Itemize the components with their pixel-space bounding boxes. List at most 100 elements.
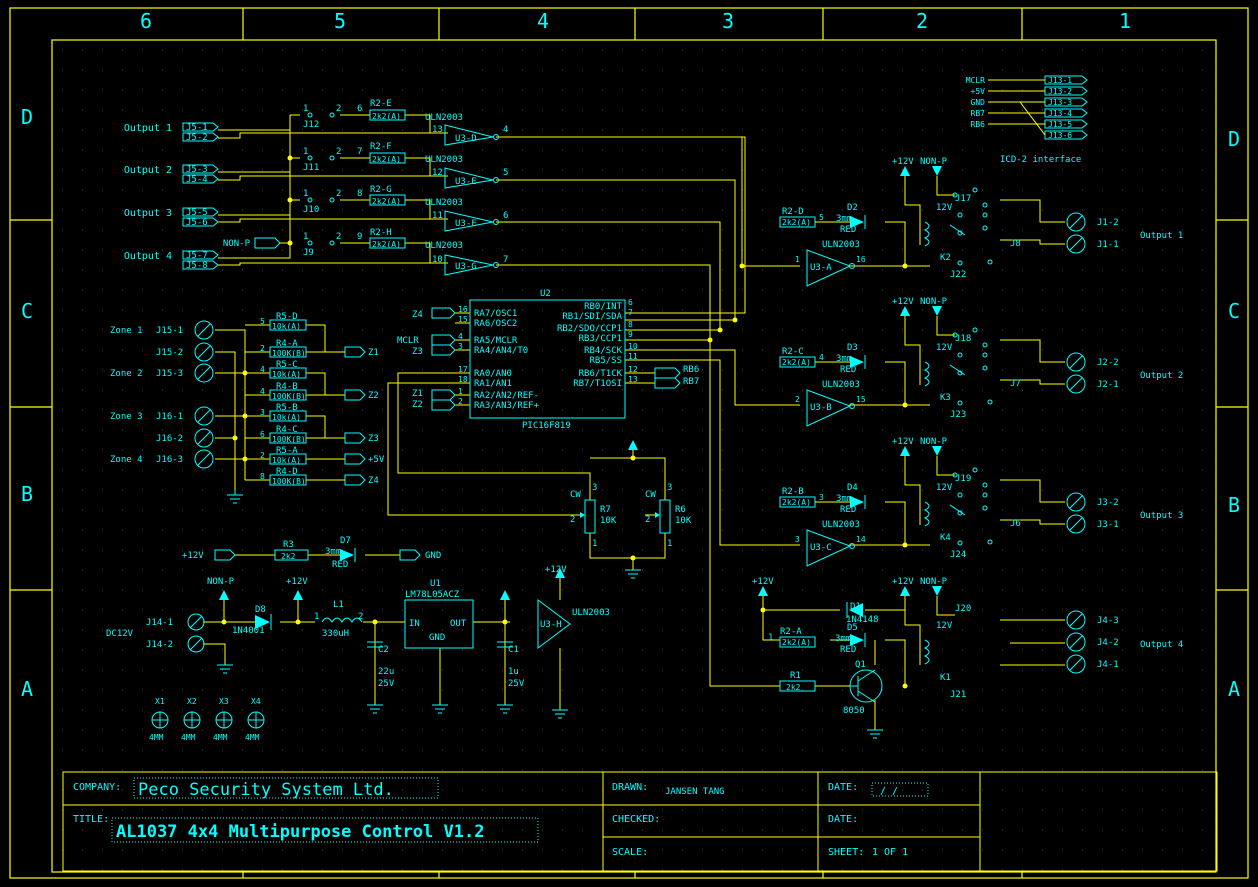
relay-res: 2k2(A) — [782, 218, 811, 227]
mcu-pin-left: RA5/MCLR — [474, 336, 518, 346]
sheet-value: 1 OF 1 — [872, 847, 908, 858]
terminal-screw-icon — [1066, 492, 1086, 512]
relay-res-pin: 5 — [819, 213, 824, 222]
svg-text:1: 1 — [303, 147, 308, 157]
connector-pin: J5-1 — [186, 123, 208, 133]
icsp-pin: J13-3 — [1048, 98, 1072, 107]
relay-output-label: Output 2 — [1140, 371, 1183, 381]
terminal-screw-icon — [1066, 610, 1086, 630]
relay4-led: 3mm — [835, 634, 851, 644]
relay-out: J6 — [1010, 519, 1021, 529]
mcu-pin-num: 13 — [628, 375, 638, 384]
svg-text:1: 1 — [592, 539, 597, 549]
col-label-1: 1 — [1119, 9, 1131, 33]
resistor-r2f: R2-F 2k2(A) — [369, 142, 406, 164]
led-icon — [850, 634, 864, 646]
resistor-r1: R1 2k2 — [779, 671, 816, 692]
zone-pin: J16-2 — [156, 434, 183, 444]
relay-jc: J23 — [950, 410, 966, 420]
svg-text:2: 2 — [570, 515, 575, 525]
zone-label: Zone 4 — [110, 455, 143, 465]
mcu-pin-right: RB0/INT — [584, 302, 623, 312]
cap-val: 1u — [508, 667, 519, 677]
relay-out: J8 — [1010, 239, 1021, 249]
zone-res-pin: 6 — [260, 430, 265, 439]
terminal-screw-icon — [1066, 514, 1086, 534]
zone-res-pin: 2 — [260, 451, 265, 460]
relay-res-pin: 4 — [819, 353, 824, 362]
relay-res-pin: 3 — [819, 493, 824, 502]
led-line-supply: +12V — [182, 551, 204, 561]
relay-channel-4: +12V D1 1N4148 R2-A 2k2(A) 1 D5 3mm RED … — [752, 577, 1183, 739]
u3h-supply: +12V — [545, 565, 567, 575]
company-label: COMPANY: — [73, 782, 121, 793]
mcu-pin-num: 11 — [628, 352, 638, 361]
relay-led-color: RED — [840, 225, 856, 235]
hole-ref: X4 — [251, 697, 261, 706]
zone-resistors: R5-D10k(A)5R4-A100K(B)2R5-C10k(A)4R4-B10… — [260, 312, 307, 486]
relay-gate-in: 2 — [795, 395, 800, 404]
mcu-pin-right: RB1/SDI/SDA — [562, 312, 622, 322]
gate-label: U3-E — [455, 177, 477, 187]
q-ref: Q1 — [855, 660, 866, 670]
diode-part: 1N4148 — [846, 615, 879, 625]
gate-label: U3-F — [455, 219, 477, 229]
resistor-value: 2k2(A) — [372, 112, 401, 121]
mcu-pin-num: 2 — [458, 397, 463, 406]
jumper-label: J12 — [303, 120, 319, 130]
icsp-signal: MCLR — [966, 76, 985, 85]
zone-net: Z4 — [368, 476, 379, 486]
mcu-pin-num: 8 — [628, 320, 633, 329]
reg-part: LM78L05ACZ — [405, 590, 460, 600]
zone-res-ref: R5-B — [276, 403, 298, 413]
pot-r6: CW R6 10K 321 — [645, 483, 692, 549]
relay-jumper: J17 — [955, 194, 971, 204]
hole-ref: X2 — [187, 697, 197, 706]
cap-ref: C1 — [508, 645, 519, 655]
zone-res-val: 10k(A) — [272, 370, 301, 379]
date-value: / / — [880, 786, 898, 797]
gate-in-pin: 10 — [432, 255, 443, 265]
zone-pin: J15-2 — [156, 348, 183, 358]
relay-nonp: NON-P — [920, 297, 948, 307]
connector-pin: J5-2 — [186, 133, 208, 143]
relay-nonp: NON-P — [920, 157, 948, 167]
gate-label: U3-D — [455, 134, 477, 144]
resistor-value: 2k2(A) — [372, 155, 401, 164]
net-rb6: RB6 — [683, 365, 699, 375]
terminal-screw-icon — [1066, 234, 1086, 254]
jumper-label: J10 — [303, 205, 319, 215]
connector-pin: J5-4 — [186, 175, 208, 185]
uln-label: ULN2003 — [425, 241, 463, 251]
icsp-pin: J13-1 — [1048, 76, 1072, 85]
jumper-pin: 8 — [357, 189, 362, 199]
nonp-arrow-icon — [219, 590, 229, 600]
relay-coil-icon — [923, 639, 930, 665]
led-icon — [850, 216, 864, 228]
connector-pin: J5-5 — [186, 208, 208, 218]
icsp-label: ICD-2 interface — [1000, 155, 1081, 165]
mcu-pin-num: 4 — [458, 332, 463, 341]
gate-u3-e: U3-E 12 5 — [432, 167, 508, 189]
relay-gate: U3-A — [810, 263, 832, 273]
relay-terminal-pin: J2-1 — [1097, 380, 1119, 390]
relay-res: 2k2(A) — [782, 358, 811, 367]
mcu-left-pins: RA7/OSC116RA6/OSC215RA5/MCLR4RA4/AN4/T03… — [458, 305, 540, 411]
zone-res-pin: 5 — [260, 317, 265, 326]
zone-pin: J16-1 — [156, 412, 183, 422]
vcc-arrow-icon — [628, 440, 638, 450]
icsp-pin: J13-4 — [1048, 109, 1072, 118]
terminal-screw-icon — [194, 428, 214, 448]
zone-res-pin: 8 — [260, 472, 265, 481]
resistor-value: 2k2(A) — [372, 240, 401, 249]
relay4-led-color: RED — [840, 645, 856, 655]
mcu-pin-num: 9 — [628, 330, 633, 339]
svg-text:2: 2 — [336, 147, 341, 157]
mcu-pin-num: 17 — [458, 365, 468, 374]
terminal-screw-icon — [1066, 654, 1086, 674]
svg-text:1: 1 — [303, 232, 308, 242]
